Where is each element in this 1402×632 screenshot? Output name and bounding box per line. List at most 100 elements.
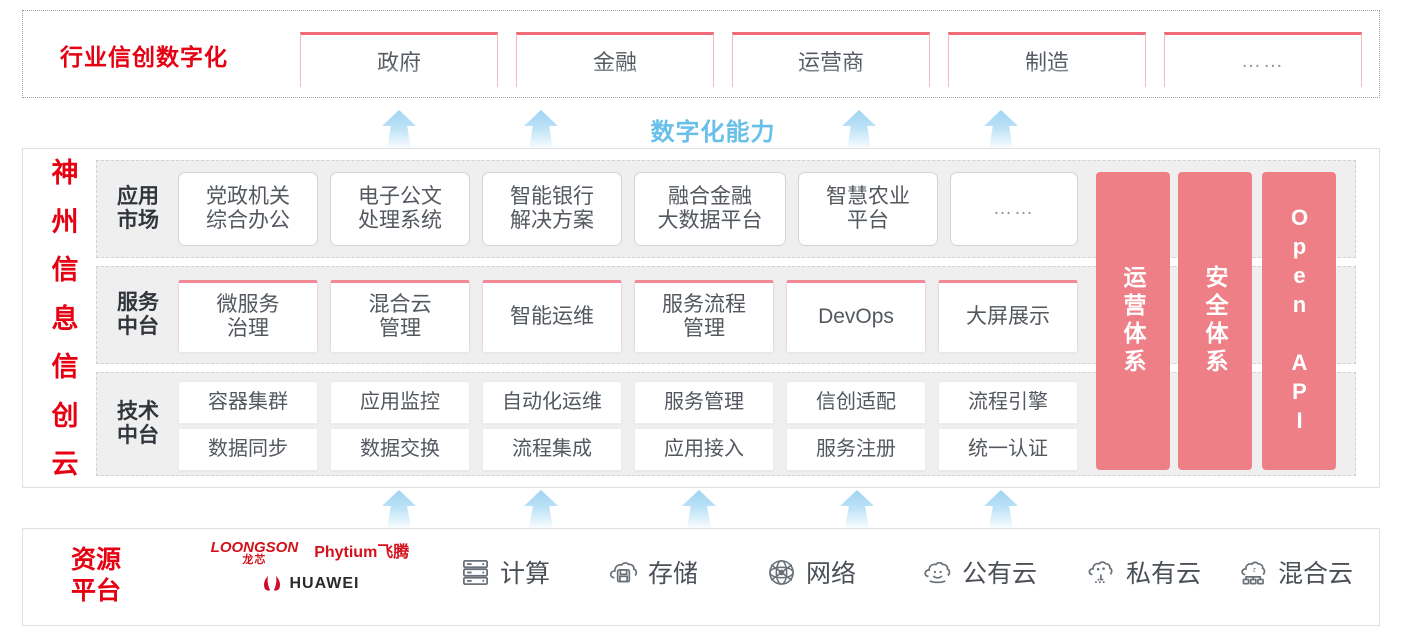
- resource-title-line: 资源: [70, 546, 121, 574]
- cloud-title-char: 信: [51, 352, 79, 382]
- resource-title-line: 平台: [70, 577, 121, 606]
- row-label-tech-platform: 技术 中台: [104, 380, 172, 468]
- resource-arrow-up-icon: [382, 490, 416, 530]
- cloud-title-char: 神: [51, 158, 79, 188]
- app-cell-smart-bank-solution[interactable]: 智能银行 解决方案: [482, 172, 622, 246]
- cell-line: 党政机关: [206, 184, 290, 208]
- industry-box-manufacturing[interactable]: 制造: [948, 32, 1146, 87]
- service-cell-hybrid-cloud-management[interactable]: 混合云 管理: [330, 280, 470, 352]
- cloud-title-char: 息: [51, 303, 79, 334]
- industry-box-finance[interactable]: 金融: [516, 32, 714, 87]
- huawei-logo-text: HUAWEI: [289, 575, 360, 592]
- resource-item-private-cloud[interactable]: 私有云: [1086, 548, 1201, 596]
- cloud-platform-title: 神 州 信 息 信 创 云: [42, 160, 88, 478]
- service-cell-service-process-management[interactable]: 服务流程 管理: [634, 280, 774, 352]
- service-cell-microservice-governance[interactable]: 微服务 治理: [178, 280, 318, 352]
- private-cloud-icon: [1086, 557, 1117, 588]
- industry-band-title: 行业信创数字化: [60, 44, 228, 70]
- row-label-line: 技术: [117, 400, 159, 424]
- row-label-line: 市场: [117, 209, 159, 232]
- cell-line: 融合金融: [668, 184, 752, 208]
- app-cell-e-document-system[interactable]: 电子公文 处理系统: [330, 172, 470, 246]
- resource-platform-band: [22, 528, 1380, 626]
- resource-item-label: 计算: [500, 560, 551, 588]
- pillar-operations-system[interactable]: 运营体系: [1096, 172, 1170, 470]
- pillar-open-api[interactable]: Open API: [1262, 172, 1336, 470]
- cell-line: 智能银行: [510, 184, 594, 208]
- service-cell-dashboard-display[interactable]: 大屏展示: [938, 280, 1078, 352]
- huawei-petal-icon: [263, 576, 280, 591]
- industry-box-label: 制造: [1024, 50, 1069, 75]
- tech-cell-app-access[interactable]: 应用接入: [634, 428, 774, 471]
- app-cell-more[interactable]: ……: [950, 172, 1078, 246]
- industry-box-telecom[interactable]: 运营商: [732, 32, 930, 87]
- industry-box-label: 政府: [376, 50, 421, 75]
- resource-item-public-cloud[interactable]: 公有云: [922, 548, 1037, 596]
- cell-line: 流程引擎: [968, 391, 1048, 413]
- industry-box-more[interactable]: ……: [1164, 32, 1362, 87]
- cell-line: ……: [993, 198, 1035, 220]
- cell-line: 应用接入: [664, 438, 744, 460]
- industry-box-label: 金融: [592, 50, 637, 75]
- row-label-line: 应用: [117, 185, 159, 209]
- cell-line: DevOps: [818, 304, 894, 328]
- tech-cell-data-exchange[interactable]: 数据交换: [330, 428, 470, 471]
- cell-line: 数据同步: [208, 438, 288, 460]
- service-cell-intelligent-ops[interactable]: 智能运维: [482, 280, 622, 352]
- app-cell-fintech-bigdata-platform[interactable]: 融合金融 大数据平台: [634, 172, 786, 246]
- resource-arrow-up-icon: [840, 490, 874, 530]
- cell-line: 服务注册: [816, 438, 896, 460]
- resource-item-label: 私有云: [1126, 560, 1202, 588]
- pillar-security-system[interactable]: 安全体系: [1178, 172, 1252, 470]
- cell-line: 综合办公: [206, 209, 290, 232]
- tech-cell-container-cluster[interactable]: 容器集群: [178, 381, 318, 424]
- resource-item-network[interactable]: 网络: [766, 548, 856, 596]
- tech-cell-xinchuang-adaptation[interactable]: 信创适配: [786, 381, 926, 424]
- tech-cell-automated-ops[interactable]: 自动化运维: [482, 381, 622, 424]
- cell-line: 服务流程: [662, 292, 746, 316]
- loongson-logo: LOONGSON 龙芯: [211, 540, 299, 566]
- hybrid-cloud-icon: z: [1238, 557, 1269, 588]
- cell-line: 电子公文: [358, 184, 442, 208]
- phytium-logo-text: Phytium飞腾: [314, 544, 410, 561]
- resource-arrow-up-icon: [682, 490, 716, 530]
- network-mesh-icon: [766, 557, 797, 588]
- resource-arrow-up-icon: [984, 490, 1018, 530]
- resource-item-label: 公有云: [962, 560, 1038, 588]
- resource-item-label: 存储: [648, 560, 699, 588]
- resource-item-storage[interactable]: 存储: [608, 548, 698, 596]
- resource-platform-title: 资源 平台: [50, 545, 142, 608]
- cell-line: 管理: [379, 317, 421, 340]
- tech-cell-service-registry[interactable]: 服务注册: [786, 428, 926, 471]
- phytium-logo: Phytium飞腾: [314, 545, 409, 561]
- cell-line: 数据交换: [360, 438, 440, 460]
- app-cell-government-office[interactable]: 党政机关 综合办公: [178, 172, 318, 246]
- loongson-logo-text: LOONGSON: [210, 539, 299, 556]
- pillar-label: 运营体系: [1120, 265, 1146, 377]
- capability-label: 数字化能力: [650, 119, 776, 146]
- industry-box-government[interactable]: 政府: [300, 32, 498, 87]
- industry-box-label: ……: [1241, 49, 1285, 72]
- pillar-label: 安全体系: [1202, 265, 1228, 377]
- row-label-line: 中台: [117, 315, 159, 338]
- cell-line: 智能运维: [510, 304, 594, 328]
- cell-line: 处理系统: [358, 209, 442, 232]
- tech-cell-service-management[interactable]: 服务管理: [634, 381, 774, 424]
- tech-cell-process-engine[interactable]: 流程引擎: [938, 381, 1078, 424]
- app-cell-smart-agriculture-platform[interactable]: 智慧农业 平台: [798, 172, 938, 246]
- tech-cell-app-monitoring[interactable]: 应用监控: [330, 381, 470, 424]
- huawei-logo: HUAWEI: [185, 575, 435, 593]
- tech-cell-data-sync[interactable]: 数据同步: [178, 428, 318, 471]
- service-cell-devops[interactable]: DevOps: [786, 280, 926, 352]
- tech-cell-unified-auth[interactable]: 统一认证: [938, 428, 1078, 471]
- capability-arrow-up-icon: [842, 110, 876, 150]
- resource-arrow-up-icon: [524, 490, 558, 530]
- cell-line: 智慧农业: [826, 184, 910, 208]
- loongson-logo-sub: 龙芯: [242, 554, 267, 566]
- tech-cell-process-integration[interactable]: 流程集成: [482, 428, 622, 471]
- row-label-app-market: 应用 市场: [104, 168, 172, 250]
- public-cloud-icon: [922, 557, 953, 588]
- resource-item-compute[interactable]: 计算: [460, 548, 550, 596]
- cell-line: 混合云: [368, 292, 432, 316]
- resource-item-hybrid-cloud[interactable]: z 混合云: [1238, 548, 1353, 596]
